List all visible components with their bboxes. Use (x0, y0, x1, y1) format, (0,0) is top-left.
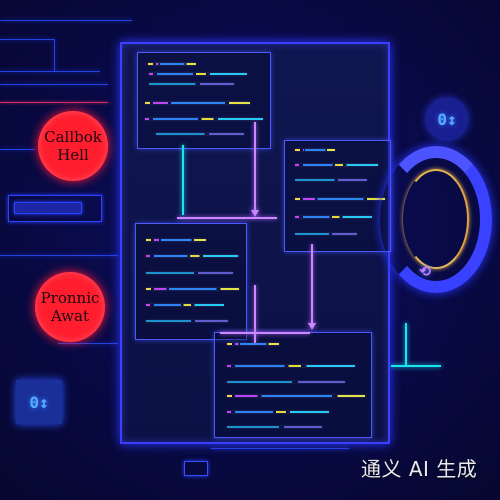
top-left-circuit-line (62, 20, 132, 21)
bottom-circuit-box (184, 461, 208, 476)
bottom-circuit-line (211, 448, 349, 449)
progress-ring-inner (403, 169, 469, 269)
code-line (156, 133, 244, 135)
flow-arrow-head (251, 210, 259, 217)
code-block-await (214, 332, 372, 438)
callback-hell-badge: Callbok Hell (38, 111, 108, 181)
code-line (148, 63, 196, 65)
code-line (295, 233, 357, 235)
left-circuit-line (58, 343, 118, 344)
bottom-binary-glyph: 0↕ (29, 392, 49, 412)
binary-toggle-glyph: 0↕ (437, 109, 457, 129)
left-circuit-line (0, 149, 35, 150)
code-line (146, 304, 224, 306)
code-block-callback (137, 52, 271, 149)
code-line (227, 365, 355, 367)
callback-hell-label-line-1: Callbok (44, 128, 102, 146)
code-line (295, 198, 385, 200)
ai-generated-watermark: 通义 AI 生成 (361, 457, 478, 481)
left-circuit-box-fill (14, 202, 82, 214)
left-circuit-box (8, 195, 102, 222)
left-circuit-line (0, 84, 108, 85)
code-line (146, 255, 238, 257)
code-line (295, 149, 335, 151)
flow-arrow-line (177, 217, 277, 219)
code-line (227, 411, 329, 413)
code-line (295, 216, 372, 218)
code-line (149, 73, 247, 75)
left-circuit-line (0, 255, 118, 256)
callback-hell-label-line-2: Hell (57, 146, 89, 164)
top-left-circuit-line (0, 71, 100, 72)
code-line (149, 83, 234, 85)
loop-arrow-icon: ⟲ (416, 263, 434, 281)
cyan-circuit-line (405, 323, 407, 365)
code-line (145, 118, 263, 120)
code-line (146, 272, 233, 274)
flow-arrow-line (220, 332, 310, 334)
promise-await-badge: Pronnic Awat (35, 272, 105, 342)
cyan-circuit-line (391, 365, 441, 367)
red-circuit-line (0, 102, 108, 103)
bottom-binary-icon: 0↕ (16, 380, 62, 424)
code-line (146, 320, 228, 322)
cyan-flow-line (182, 145, 184, 215)
code-line (295, 179, 367, 181)
code-line (227, 395, 365, 397)
promise-await-label-line-1: Pronnic (40, 289, 100, 307)
code-block-async (284, 140, 391, 252)
code-block-promise (135, 223, 247, 340)
loop-arrow-glyph: ⟲ (419, 264, 431, 280)
flow-arrow-line (254, 122, 256, 215)
code-line (146, 288, 239, 290)
code-line (227, 343, 279, 345)
code-line (227, 381, 345, 383)
code-line (227, 426, 322, 428)
promise-await-label-line-2: Awat (51, 307, 89, 325)
top-left-circuit-line (54, 39, 55, 71)
flow-arrow-line (311, 244, 313, 326)
flow-arrow-head (308, 323, 316, 330)
top-left-circuit-line (0, 39, 54, 40)
flow-arrow-line (254, 285, 256, 343)
top-left-circuit-line (0, 20, 62, 21)
code-line (295, 164, 378, 166)
code-line (145, 102, 250, 104)
code-line (146, 239, 206, 241)
code-flow-panel (120, 42, 390, 444)
binary-toggle-icon: 0↕ (427, 99, 467, 139)
